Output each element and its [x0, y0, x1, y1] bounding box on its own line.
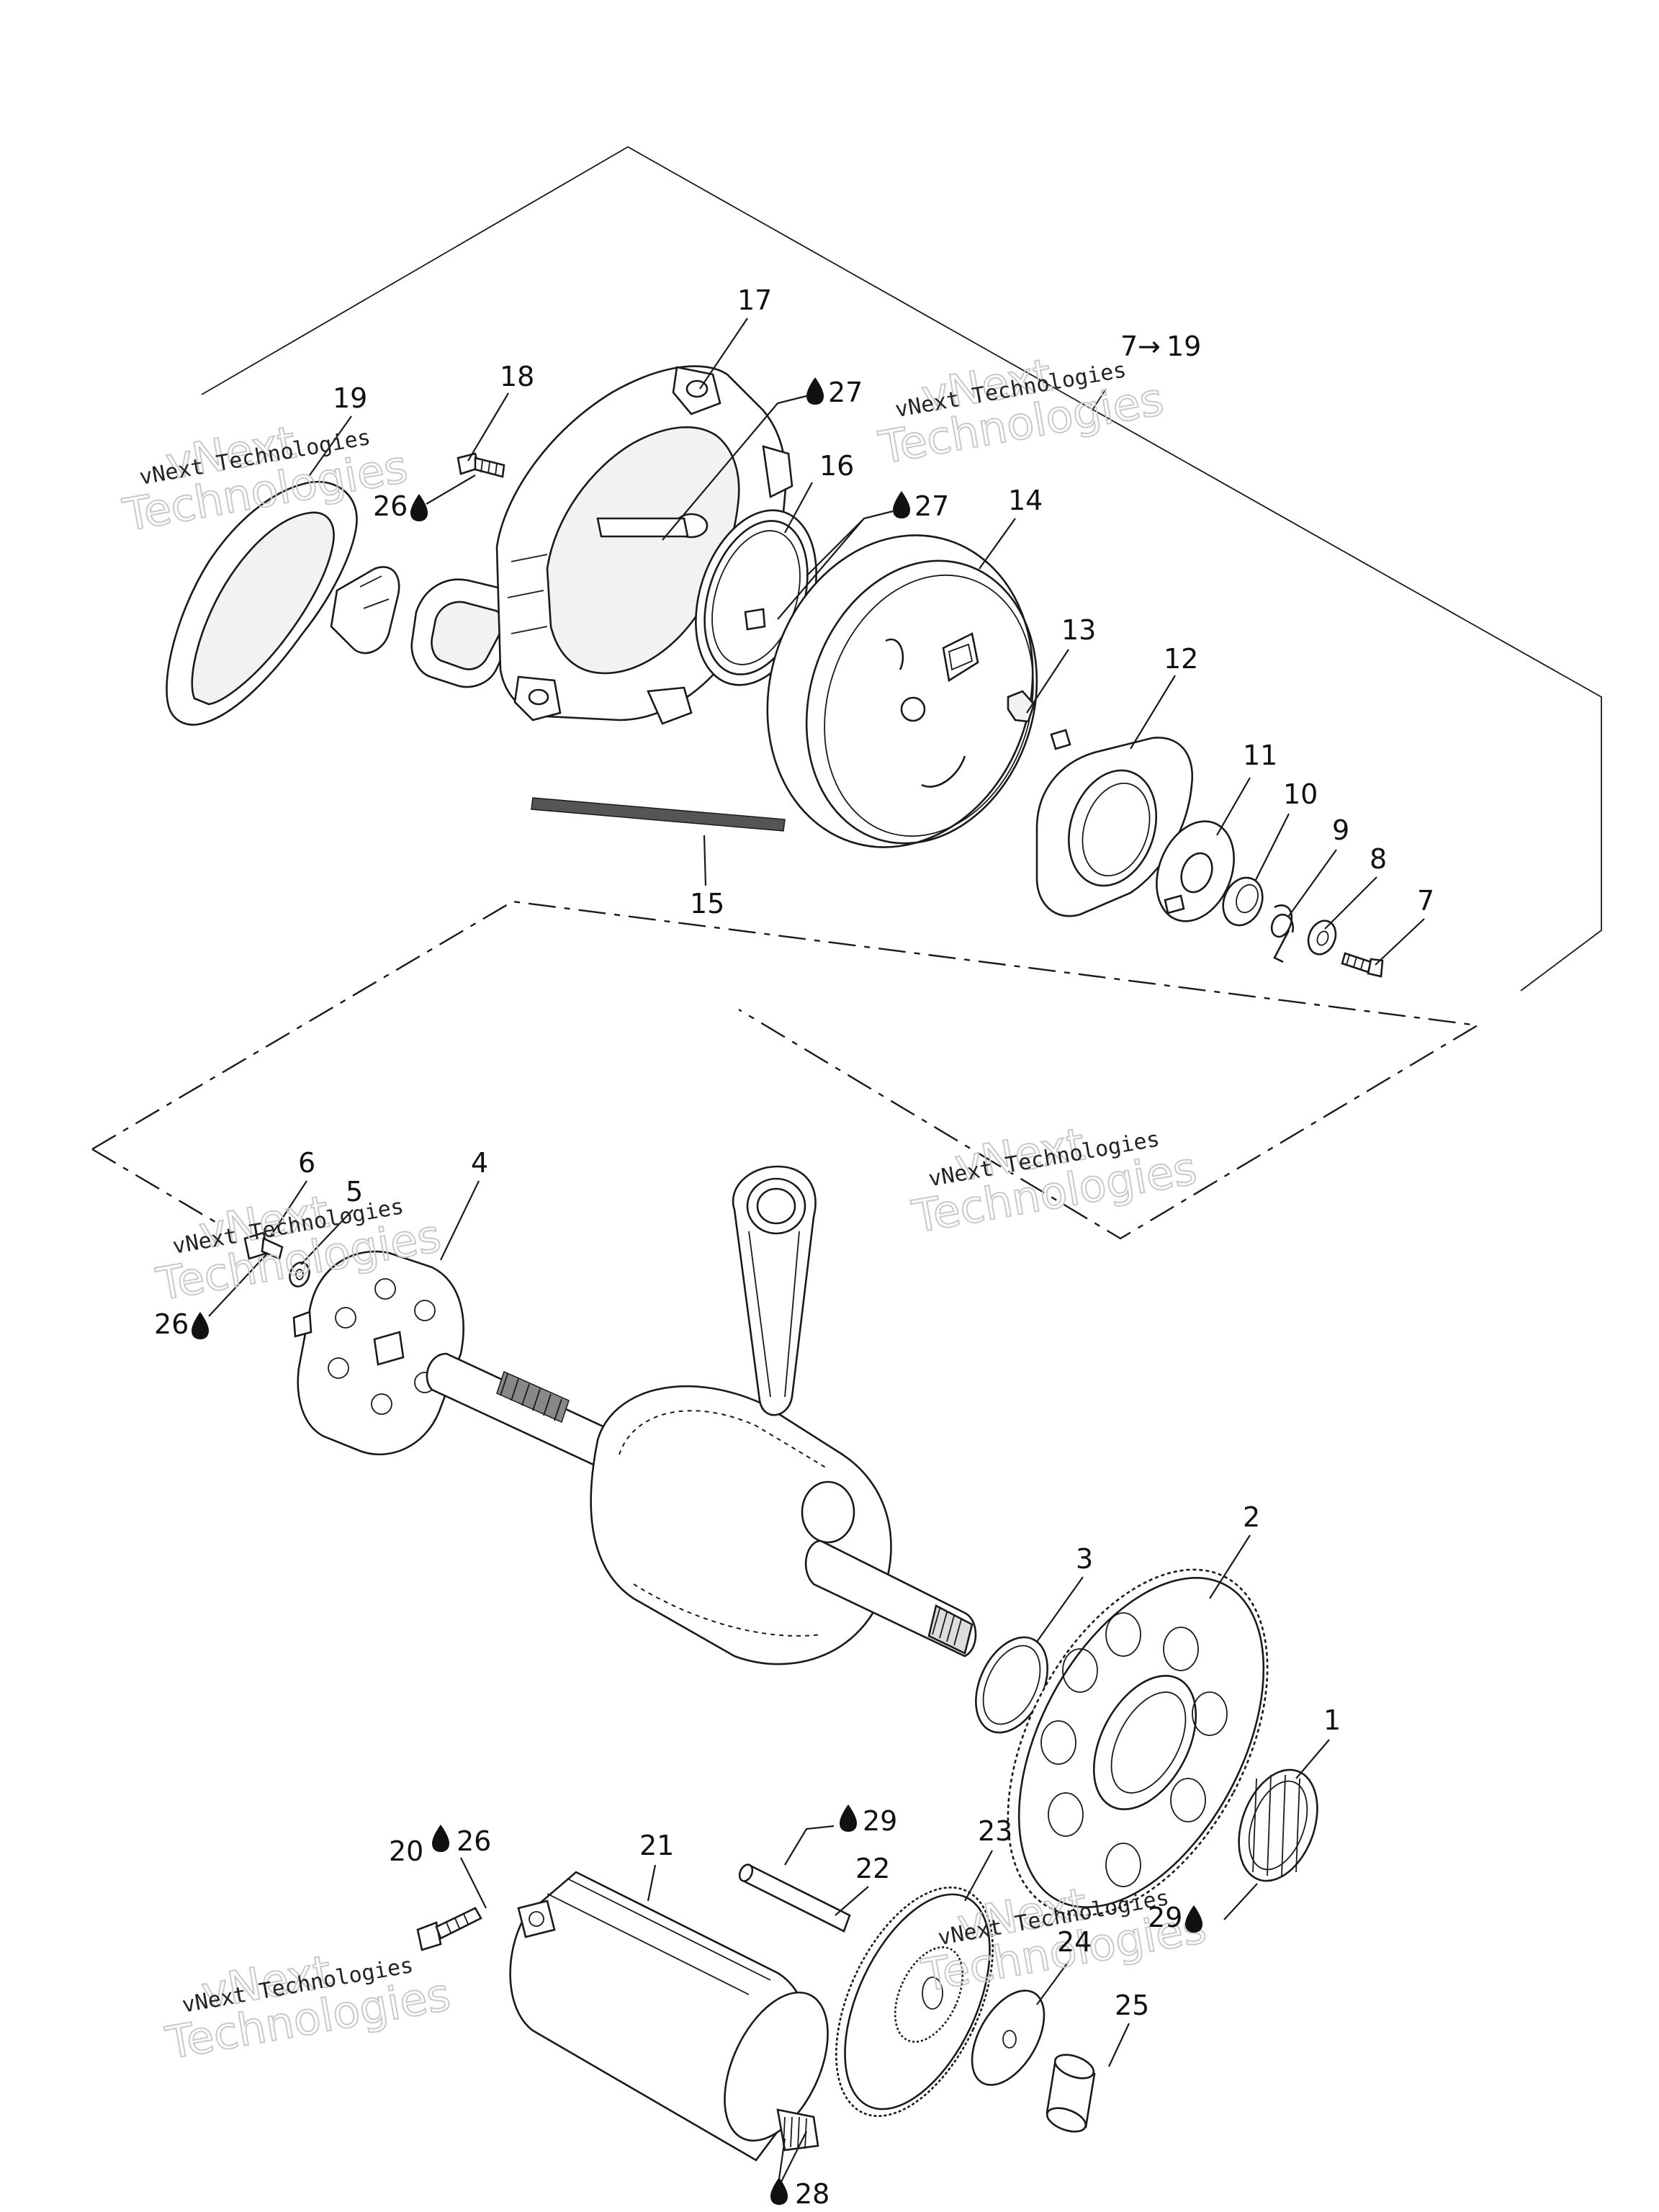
svg-text:27: 27 [828, 377, 863, 408]
callout-25: 25 [1115, 1990, 1149, 2021]
lube-callout-29-right: 29 [1148, 1902, 1202, 1933]
callout-5: 5 [346, 1176, 363, 1208]
watermark-5: vNext Technologies vNext Technologies [161, 1944, 455, 2070]
lube-callout-26-middle: 26 [154, 1308, 209, 1340]
callout-14: 14 [1008, 485, 1043, 516]
svg-text:7: 7 [1120, 331, 1138, 362]
oil-drop-icon [806, 377, 824, 405]
leader-lines [208, 318, 1425, 2190]
svg-text:→: → [1138, 331, 1161, 362]
callout-12: 12 [1164, 643, 1198, 675]
washer-part-5 [289, 1262, 310, 1287]
callout-7: 7 [1417, 885, 1434, 917]
oil-drop-icon [770, 2177, 788, 2205]
callout-9: 9 [1332, 814, 1349, 846]
screw-part-7 [1341, 952, 1384, 978]
callout-21: 21 [639, 1830, 674, 1861]
svg-text:28: 28 [795, 2178, 830, 2210]
upper-assembly-frame [201, 145, 1602, 992]
range-label-7-to-19: 7 → 19 [1120, 331, 1201, 362]
svg-text:26: 26 [457, 1825, 491, 1857]
lower-assembly-dashed-frame [91, 900, 1480, 1240]
callout-16: 16 [819, 450, 854, 482]
callout-labels: 17 18 19 26 27 16 27 14 7 → 19 13 12 11 … [154, 284, 1434, 2210]
starter-motor-part-21 [509, 1871, 829, 2162]
callout-11: 11 [1243, 739, 1277, 771]
watermark-4: vNext Technologies vNext Technologies [907, 1117, 1201, 1244]
lube-callout-27-upper: 27 [806, 377, 863, 408]
callout-2: 2 [1243, 1501, 1260, 1533]
svg-text:26: 26 [373, 490, 408, 522]
starter-rope-part-15 [531, 797, 786, 832]
lube-callout-28: 28 [770, 2177, 830, 2210]
lube-callout-26-lower: 26 [432, 1825, 491, 1857]
gear-part-2 [1007, 1568, 1269, 1917]
callout-18: 18 [500, 361, 534, 392]
shaft-pin-part-22 [738, 1863, 851, 1933]
drive-plate-part-4 [292, 1250, 464, 1456]
callout-22: 22 [855, 1853, 890, 1884]
svg-text:19: 19 [1166, 331, 1201, 362]
rope-guide [410, 578, 518, 688]
lube-callout-27-lower: 27 [893, 490, 949, 522]
bushing-part-10 [1222, 876, 1264, 927]
washer-part-24 [971, 1990, 1046, 2086]
lube-callout-26-upper: 26 [373, 490, 428, 522]
washer-part-8 [1307, 920, 1337, 956]
bolt-part-20 [416, 1907, 482, 1951]
pawl-part-13 [1007, 690, 1035, 723]
callout-1: 1 [1323, 1704, 1341, 1736]
callout-8: 8 [1370, 843, 1387, 875]
oil-drop-icon [410, 494, 428, 521]
svg-text:27: 27 [914, 490, 949, 522]
callout-3: 3 [1076, 1543, 1093, 1575]
bushing-part-25 [1046, 2054, 1096, 2133]
spring-part-9 [1271, 904, 1294, 963]
lube-callout-29-top: 29 [840, 1804, 897, 1837]
callout-17: 17 [737, 284, 772, 316]
callout-24: 24 [1057, 1926, 1092, 1958]
starter-handle-part-19 [166, 480, 400, 726]
callout-20: 20 [389, 1835, 423, 1867]
double-gear-part-23 [835, 1887, 994, 2117]
oil-drop-icon [192, 1312, 209, 1339]
oil-drop-icon [432, 1825, 449, 1852]
bolt-part-18 [457, 452, 505, 478]
oil-drop-icon [893, 491, 910, 518]
oil-drop-icon [1185, 1905, 1202, 1933]
washer-part-11 [1156, 820, 1235, 922]
starter-housing-part-17 [495, 365, 793, 725]
callout-13: 13 [1061, 614, 1096, 646]
callout-10: 10 [1283, 778, 1318, 810]
ring-part-3 [975, 1636, 1048, 1734]
callout-19: 19 [333, 382, 367, 414]
crankshaft [426, 1165, 977, 1665]
svg-text:26: 26 [154, 1308, 189, 1340]
callout-15: 15 [690, 888, 724, 920]
callout-4: 4 [471, 1147, 488, 1179]
callout-23: 23 [978, 1815, 1012, 1847]
svg-text:29: 29 [863, 1805, 897, 1837]
oil-drop-icon [840, 1804, 857, 1832]
callout-6: 6 [298, 1147, 315, 1179]
svg-text:29: 29 [1148, 1902, 1182, 1933]
needle-bearing-part-1 [1238, 1768, 1318, 1882]
pawl-lock-part-12 [1035, 729, 1194, 917]
rope-pulley-part-14 [766, 534, 1038, 848]
